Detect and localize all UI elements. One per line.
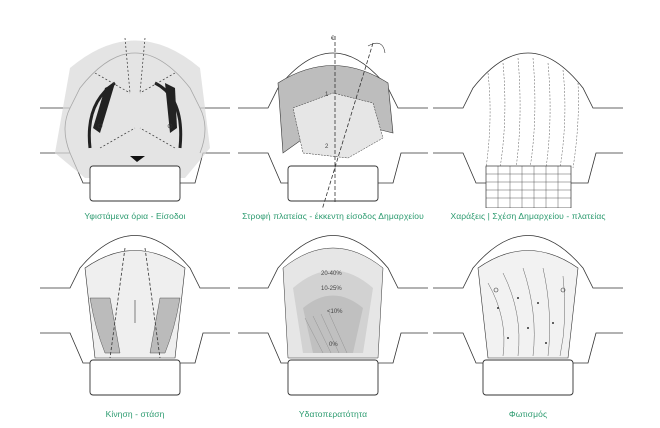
panel-alignments: Χαράξεις | Σχέση Δημαρχείου - πλατείας (428, 28, 628, 228)
panel-existing-boundaries: Υφιστάμενα όρια - Είσοδοι (35, 28, 235, 228)
caption-movement: Κίνηση - στάση (105, 409, 165, 419)
caption-lighting: Φωτισμός (508, 409, 548, 419)
panel-square-rotation: € 1 2 Στροφή πλατείας - έκκεντη είσοδος … (233, 28, 433, 228)
caption-permeability: Υδατοπερατότητα (298, 409, 368, 419)
diagram-alignments (433, 52, 623, 208)
axis-label: € (331, 36, 335, 42)
caption-alignments: Χαράξεις | Σχέση Δημαρχείου - πλατείας (450, 211, 606, 221)
zone-label-2: 2 (325, 144, 329, 150)
diagram-lighting (433, 235, 623, 396)
diagram-permeability: 20-40% 10-25% <10% 0% (238, 235, 428, 396)
caption-existing-boundaries: Υφιστάμενα όρια - Είσοδοι (84, 211, 186, 221)
level-label-under-10: <10% (327, 309, 343, 315)
diagram-square-rotation: € 1 2 (238, 36, 428, 208)
panel-lighting: Φωτισμός (428, 228, 628, 428)
diagram-existing-boundaries (40, 37, 230, 202)
panel-permeability: 20-40% 10-25% <10% 0% Υδατοπερατότητα (233, 228, 433, 428)
level-label-10-25: 10-25% (321, 286, 342, 292)
caption-square-rotation: Στροφή πλατείας - έκκεντη είσοδος Δημαρχ… (242, 211, 424, 221)
level-label-20-40: 20-40% (321, 271, 342, 277)
level-label-0: 0% (329, 342, 338, 348)
diagram-movement (40, 235, 230, 396)
zone-label-1: 1 (325, 92, 329, 98)
panel-movement: Κίνηση - στάση (35, 228, 235, 428)
